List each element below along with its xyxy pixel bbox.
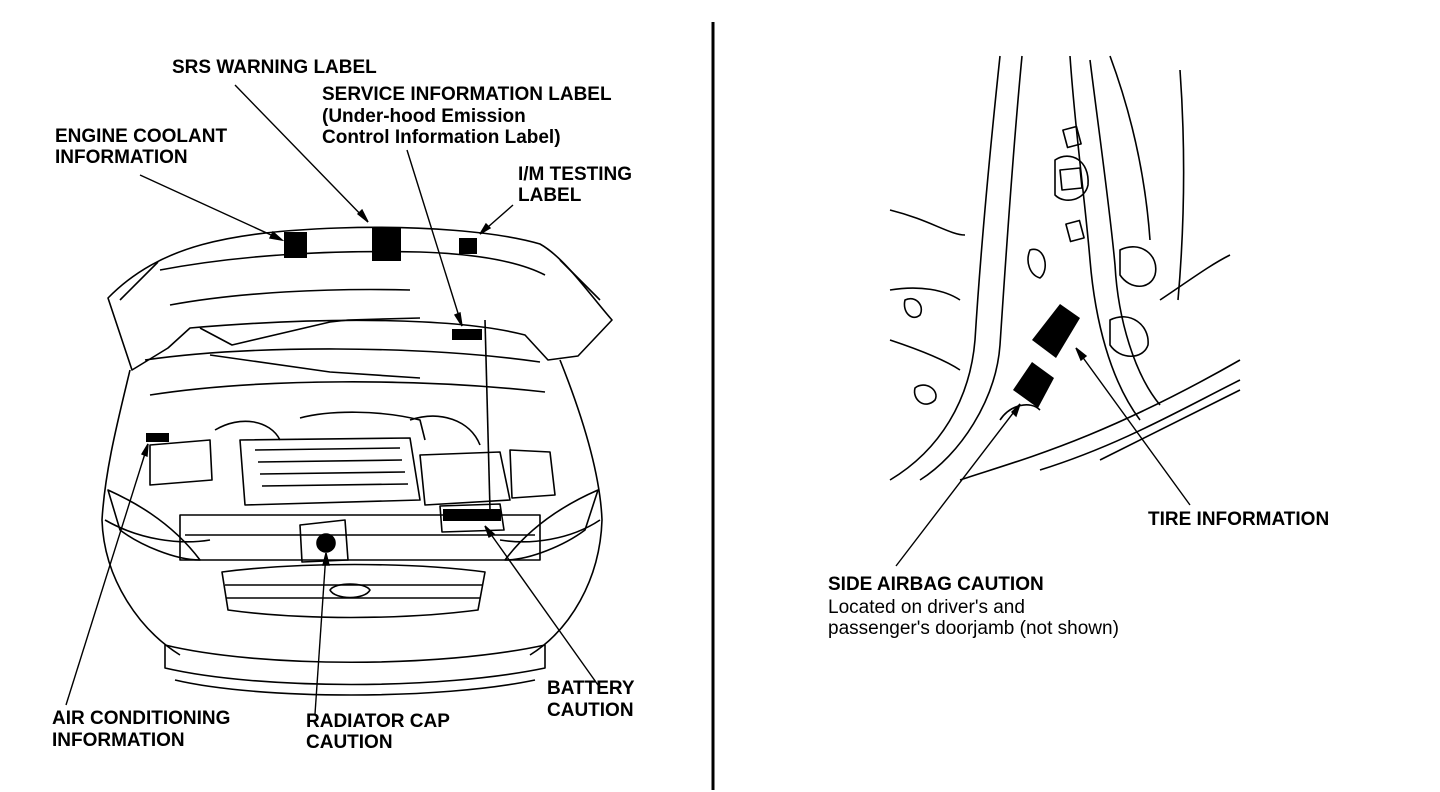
- side-airbag-label-title: SIDE AIRBAG CAUTION: [828, 574, 1044, 595]
- battery-label-title: BATTERY: [547, 678, 635, 699]
- srs-warning-label-title: SRS WARNING LABEL: [172, 57, 377, 78]
- side-airbag-note-line1: Located on driver's and: [828, 597, 1025, 618]
- im-testing-label-marker: [459, 238, 477, 254]
- tire-info-label-marker: [1032, 304, 1080, 358]
- im-testing-label-sub: LABEL: [518, 185, 582, 206]
- engine-coolant-label-sub: INFORMATION: [55, 147, 188, 168]
- tire-info-label-title: TIRE INFORMATION: [1148, 509, 1330, 530]
- radiator-cap-label-title: RADIATOR CAP: [306, 711, 450, 732]
- side-airbag-note-line2: passenger's doorjamb (not shown): [828, 618, 1119, 639]
- engine-coolant-label-title: ENGINE COOLANT: [55, 126, 228, 147]
- battery-label-marker: [443, 509, 501, 521]
- service-info-label-marker: [452, 329, 482, 340]
- door-pillar-illustration: [889, 55, 1241, 481]
- side-airbag-label-marker: [1013, 362, 1054, 408]
- service-info-label-sub1: (Under-hood Emission: [322, 106, 526, 127]
- battery-label-sub: CAUTION: [547, 700, 634, 721]
- label-markers-engine: [146, 228, 501, 521]
- air-conditioning-label-title: AIR CONDITIONING: [52, 708, 231, 729]
- radiator-cap-label-sub: CAUTION: [306, 732, 393, 753]
- srs-label-marker: [372, 228, 401, 261]
- label-markers-doorjamb: [1013, 304, 1080, 408]
- air-conditioning-label-marker: [146, 433, 169, 442]
- engine-coolant-label-marker: [284, 232, 307, 258]
- leader-lines-doorjamb: [895, 347, 1191, 567]
- car-engine-bay-illustration: [101, 226, 613, 696]
- leader-lines-engine: [65, 84, 599, 715]
- service-info-label-sub2: Control Information Label): [322, 127, 561, 148]
- im-testing-label-title: I/M TESTING: [518, 164, 632, 185]
- air-conditioning-label-sub: INFORMATION: [52, 730, 185, 751]
- service-info-label-title: SERVICE INFORMATION LABEL: [322, 84, 612, 105]
